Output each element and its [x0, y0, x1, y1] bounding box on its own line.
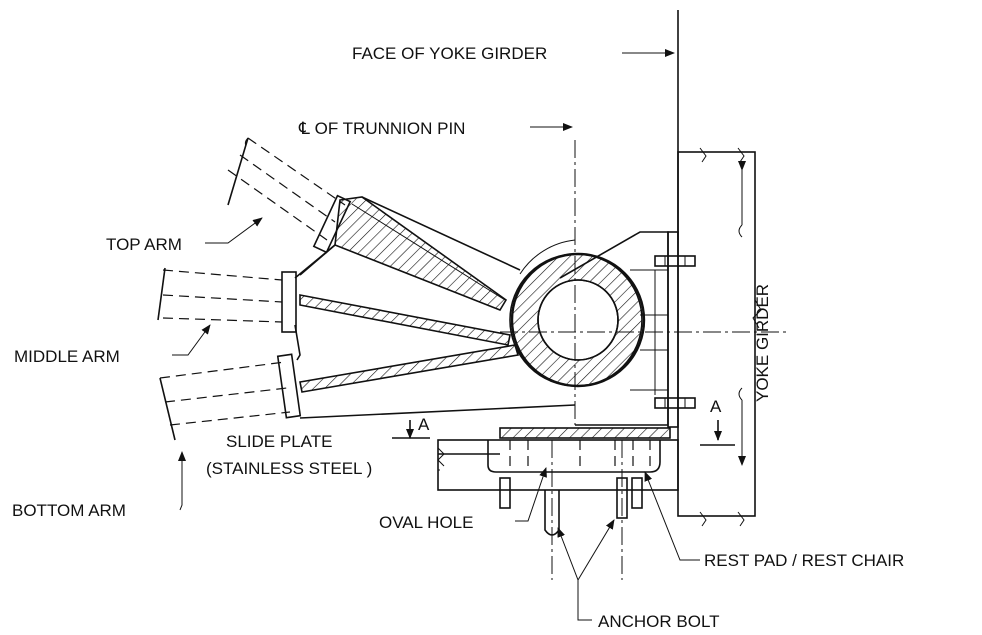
label-yoke-girder: YOKE GIRDER	[753, 284, 772, 402]
trunnion-pin	[537, 279, 619, 361]
top-arm	[227, 137, 521, 311]
yoke-girder	[677, 147, 762, 527]
label-oval-hole: OVAL HOLE	[379, 513, 473, 532]
bottom-arm	[159, 324, 576, 441]
middle-arm	[157, 244, 511, 346]
label-rest-pad: REST PAD / REST CHAIR	[704, 551, 904, 570]
anchor-bolt-right	[616, 477, 643, 519]
section-mark-left: A	[392, 415, 430, 439]
label-bottom-arm: BOTTOM ARM	[12, 501, 126, 520]
girder-bolt-top	[654, 255, 696, 267]
label-anchor-bolt: ANCHOR BOLT	[598, 612, 720, 631]
anchor-bolt-left	[499, 477, 560, 536]
trunnion-hub	[509, 252, 646, 388]
section-mark-right: A	[700, 397, 735, 446]
svg-text:A: A	[418, 415, 430, 434]
girder-bolt-bottom	[654, 397, 696, 409]
trunnion-bracket	[519, 231, 696, 428]
svg-text:A: A	[710, 397, 722, 416]
label-slide-plate-2: (STAINLESS STEEL )	[206, 459, 372, 478]
label-top-arm: TOP ARM	[106, 235, 182, 254]
label-slide-plate-1: SLIDE PLATE	[226, 432, 332, 451]
leader-lines	[172, 49, 700, 621]
label-middle-arm: MIDDLE ARM	[14, 347, 120, 366]
rest-pad-assembly	[437, 427, 679, 536]
slide-plate	[499, 427, 671, 439]
label-face-of-yoke-girder: FACE OF YOKE GIRDER	[352, 44, 547, 63]
label-trunnion-pin: ℄ OF TRUNNION PIN	[298, 119, 465, 138]
